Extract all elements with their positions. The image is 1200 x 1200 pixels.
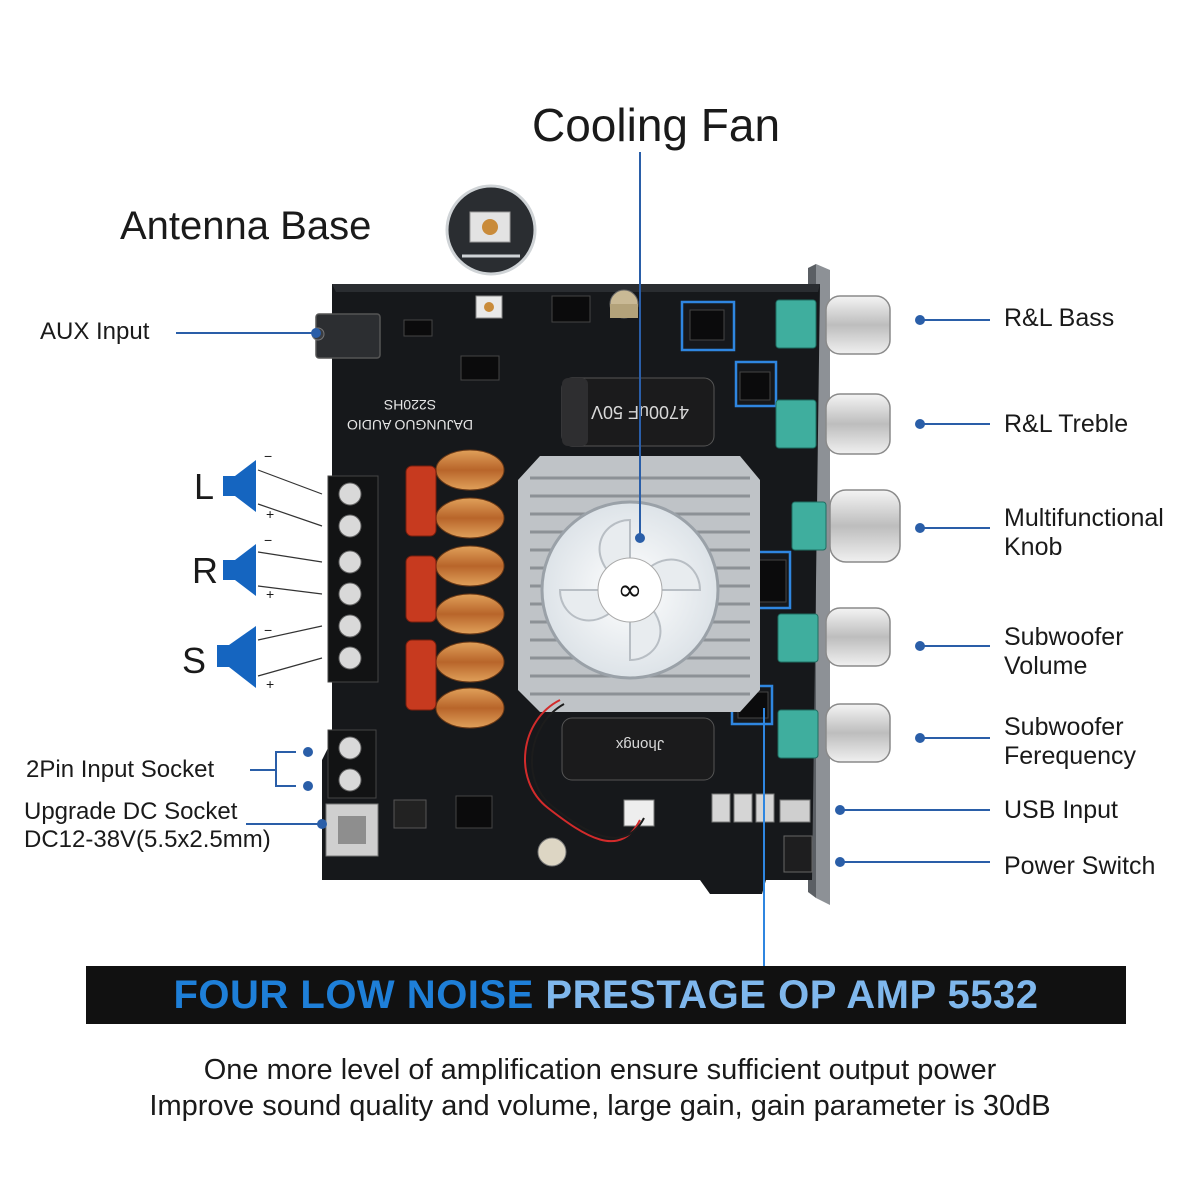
multifunction-label-line2: Knob [1004,533,1063,561]
film-capacitors [405,465,437,711]
cooling-fan-title: Cooling Fan [532,99,781,151]
speaker-leader-lines [257,469,323,677]
antenna-chip [475,295,503,319]
right-leader-lines [842,319,990,863]
description-line1: One more level of amplification ensure s… [203,1054,997,1086]
sub-volume-label-line1: Subwoofer [1004,623,1124,651]
svg-text:Jhongx: Jhongx [615,736,664,753]
power-switch-label: Power Switch [1004,852,1156,880]
antenna-base-title: Antenna Base [120,204,372,248]
left-leader-lines [176,332,318,825]
left-leader-dots [303,328,327,829]
potentiometers [775,295,901,763]
treble-label: R&L Treble [1004,410,1129,438]
multifunction-label-line1: Multifunctional [1004,504,1164,532]
usb-and-switch [779,799,813,873]
aux-jack [311,313,381,359]
fan-leader-line [635,152,645,543]
speaker-icons [217,460,256,688]
bottom-components: Jhongx [393,699,775,867]
aux-input-label: AUX Input [40,318,150,345]
speaker-right-plus: + [266,586,275,602]
speaker-terminals [327,475,379,683]
speaker-sub-letter: S [182,640,207,681]
svg-text:S220HS: S220HS [384,397,436,413]
input-terminals [327,729,377,799]
speaker-left-minus: − [264,448,273,464]
usb-input-label: USB Input [1004,796,1118,824]
svg-text:DAJUNGUO AUDIO: DAJUNGUO AUDIO [347,417,473,433]
speaker-sub-minus: − [264,622,273,638]
dc-socket-label-line1: Upgrade DC Socket [24,798,238,825]
input-socket-label: 2Pin Input Socket [26,756,215,783]
sub-frequency-label-line2: Ferequency [1004,742,1137,770]
description-line2: Improve sound quality and volume, large … [149,1090,1051,1122]
feature-banner: FOUR LOW NOISE PRESTAGE OP AMP 5532 [86,966,1126,1024]
banner-part2: PRESTAGE OP AMP 5532 [545,973,1039,1017]
right-leader-dots [835,315,925,867]
svg-text:∞: ∞ [618,573,643,608]
sub-volume-label-line2: Volume [1004,652,1088,680]
banner-part1: FOUR LOW NOISE [173,973,546,1017]
sub-frequency-label-line1: Subwoofer [1004,713,1124,741]
speaker-left-letter: L [194,466,215,507]
speaker-right-minus: − [264,532,273,548]
dc-socket [325,803,379,857]
antenna-inset [445,184,537,276]
speaker-left-plus: + [266,506,275,522]
board-silkscreen: DAJUNGUO AUDIO S220HS [347,397,473,433]
speaker-sub-plus: + [266,676,275,692]
bass-label: R&L Bass [1004,304,1115,332]
dc-socket-label-line2: DC12-38V(5.5x2.5mm) [24,826,271,853]
speaker-right-letter: R [192,550,218,591]
inductors [435,449,505,729]
small-capacitor [609,289,639,319]
main-capacitor-top: 4700uF 50V [561,377,715,447]
feature-banner-text: FOUR LOW NOISE PRESTAGE OP AMP 5532 [86,966,1126,1024]
